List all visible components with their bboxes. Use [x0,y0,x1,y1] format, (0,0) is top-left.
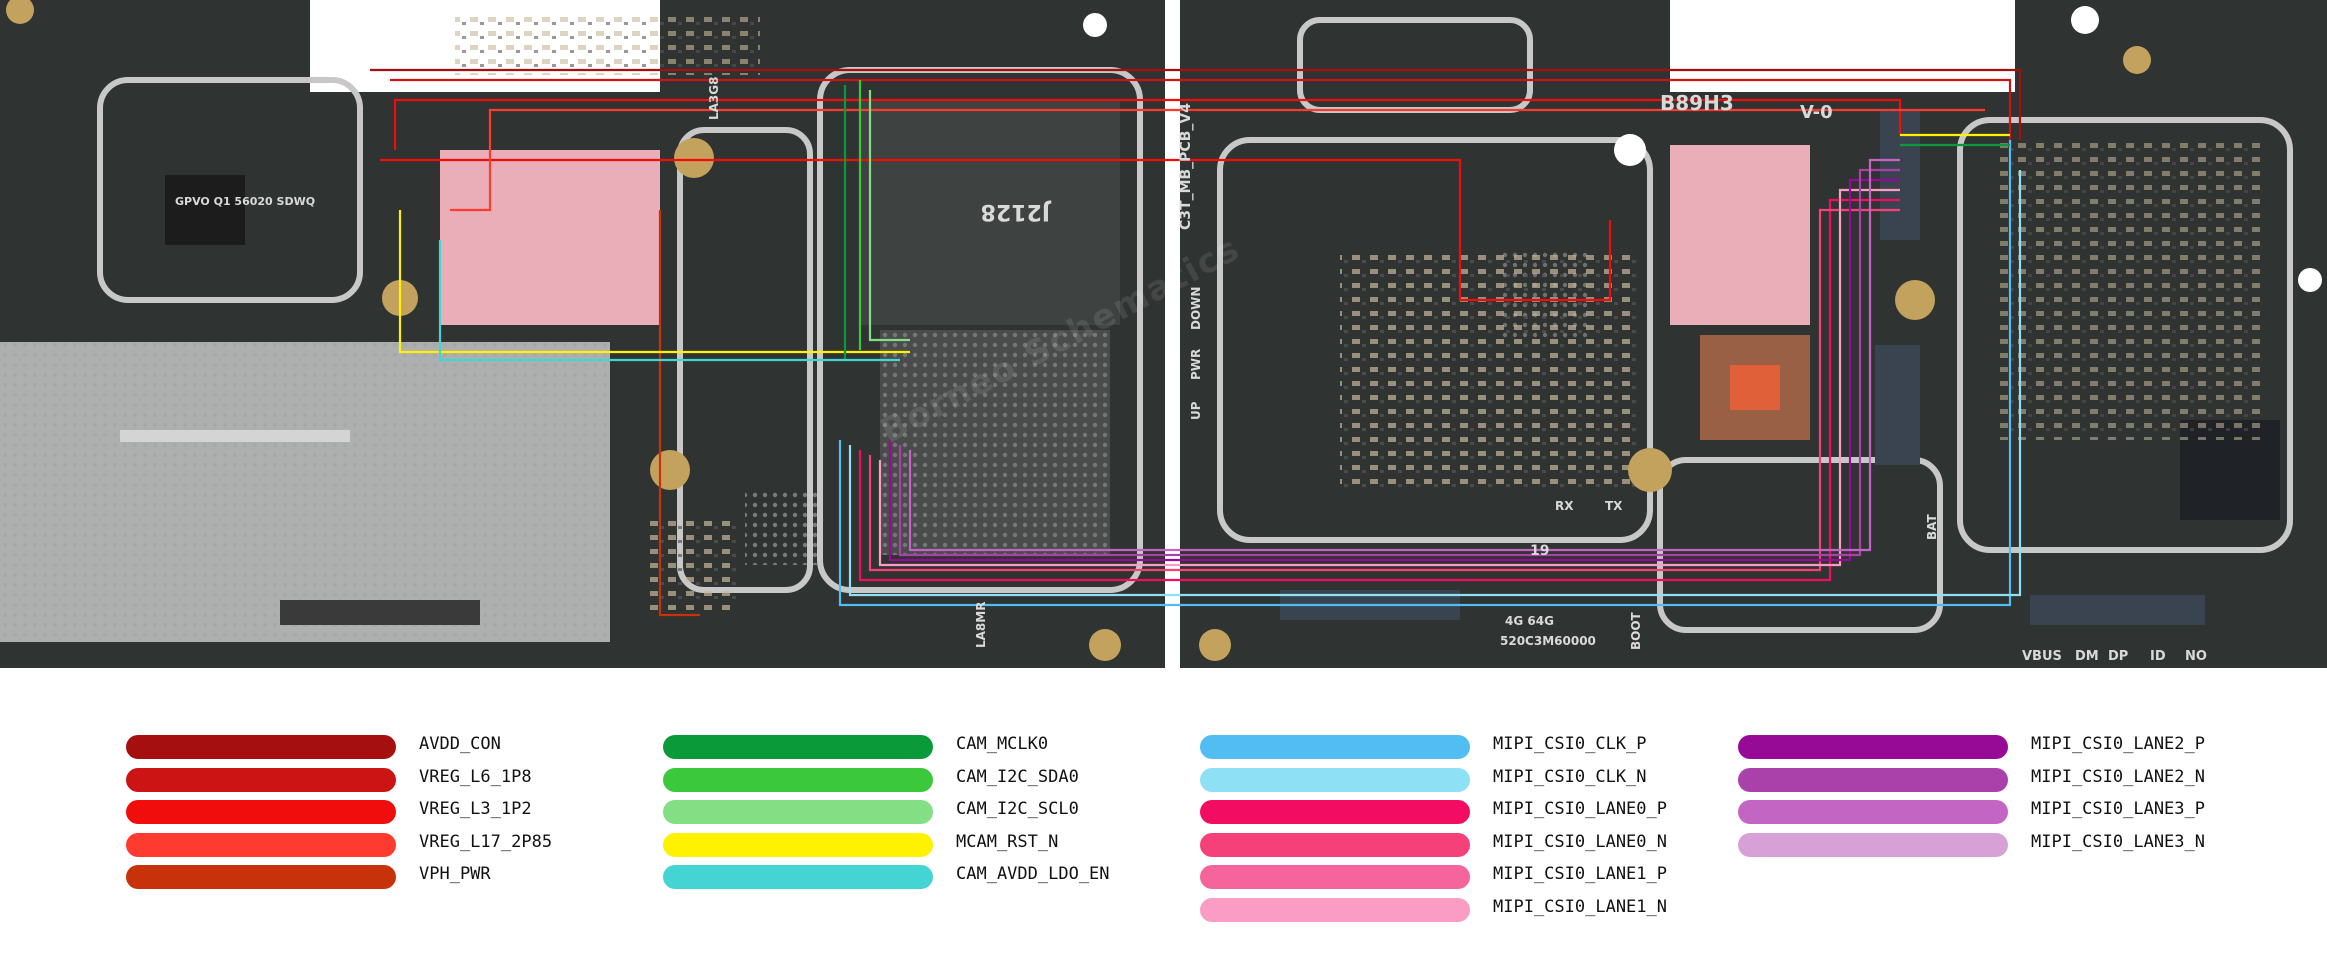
legend-color-swatch [1200,897,1470,922]
legend-label: MIPI_CSI0_LANE0_P [1493,799,1667,819]
pcb-name-text: C3T_MB_PCB_V4 [1178,103,1194,230]
legend-label: AVDD_CON [419,734,501,754]
ic-marking-pmic: GPVO Q1 56020 SDWQ [175,195,315,208]
legend-color-swatch [1200,735,1470,759]
legend-label: CAM_MCLK0 [956,734,1049,754]
num-19-text: 19 [1530,543,1549,559]
legend-label: VREG_L3_1P2 [419,799,532,819]
legend-color-swatch [126,865,396,889]
pcb-left [0,0,1165,668]
legend-color-swatch [1200,832,1470,857]
legend-label: MIPI_CSI0_LANE3_P [2031,799,2205,819]
legend-color-swatch [663,865,933,889]
legend-color-swatch [663,735,933,759]
tx-text: TX [1605,499,1623,513]
legend-label: MIPI_CSI0_LANE2_N [2031,766,2205,787]
legend-label: VPH_PWR [419,864,491,884]
legend-color-swatch [1738,735,2008,759]
usb-vbus-text: VBUS [2022,649,2062,664]
legend-label: MIPI_CSI0_LANE3_N [2031,831,2205,852]
legend-label: MIPI_CSI0_CLK_N [1493,766,1647,787]
legend-label: MIPI_CSI0_LANE0_N [1493,831,1667,852]
legend-label: MIPI_CSI0_LANE2_P [2031,734,2205,754]
trace-overlay [370,68,2022,617]
legend-color-swatch [1738,800,2008,824]
legend-color-swatch [1200,767,1470,792]
legend-label: MIPI_CSI0_LANE1_P [1493,864,1667,884]
bat-text: BAT [1925,513,1939,540]
legend-color-swatch [1738,767,2008,792]
legend-label: MIPI_CSI0_LANE1_N [1493,896,1667,917]
legend-color-swatch [126,832,396,857]
usb-dp-text: DP [2108,649,2128,664]
la-label-1: LA3G8 [707,77,721,120]
rx-text: RX [1555,499,1574,513]
legend-label: VREG_L6_1P8 [419,766,532,787]
legend-label: VREG_L17_2P85 [419,831,553,852]
legend-color-swatch [1200,865,1470,889]
legend-color-swatch [126,800,396,824]
legend-color-swatch [1200,800,1470,824]
legend-label: CAM_I2C_SCL0 [956,799,1079,819]
boot-text: BOOT [1629,611,1643,650]
memory-size-text: 4G 64G [1505,614,1554,628]
legend-color-swatch [663,800,933,824]
usb-dm-text: DM [2075,649,2099,664]
key-up-text: UP [1189,401,1203,420]
silkscreen: B89H3 V-0 C3T_MB_PCB_V4 UP PWR DOWN GPVO… [175,77,2207,664]
legend-color-swatch [663,832,933,857]
legend-color-swatch [126,735,396,759]
legend-label: CAM_AVDD_LDO_EN [956,864,1110,884]
legend-color-swatch [1738,832,2008,857]
legend-color-swatch [126,767,396,792]
pcb-right [1180,0,2327,668]
key-down-text: DOWN [1189,287,1203,330]
legend-color-swatch [663,767,933,792]
board-id-text: B89H3 [1660,91,1734,115]
legend-label: CAM_I2C_SDA0 [956,766,1079,787]
legend-label: MIPI_CSI0_CLK_P [1493,734,1647,754]
revision-text: V-0 [1800,102,1833,123]
la-label-2: LA8MR [974,602,988,648]
legend-label: MCAM_RST_N [956,831,1059,852]
key-pwr-text: PWR [1189,349,1203,380]
serial-text: 520C3M60000 [1500,634,1596,648]
usb-no-text: NO [2185,649,2207,664]
usb-id-text: ID [2150,649,2166,664]
ic-marking-memory: J2128 [981,199,1052,224]
pcb-board-photo: B89H3 V-0 C3T_MB_PCB_V4 UP PWR DOWN GPVO… [0,0,2327,668]
